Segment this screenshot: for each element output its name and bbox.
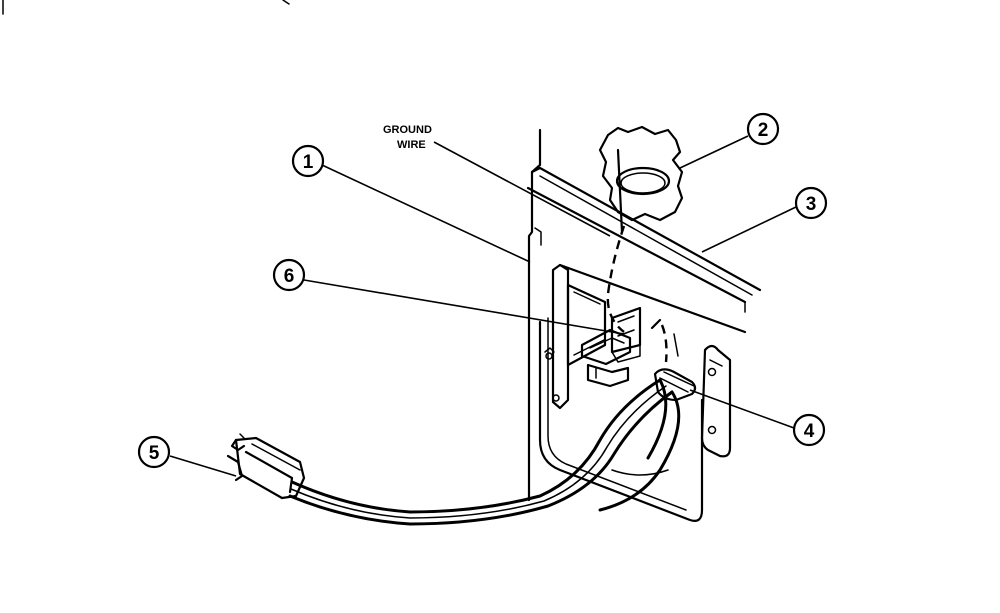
callout-5-number: 5 xyxy=(149,443,160,464)
callout-5: 5 xyxy=(137,435,171,469)
cord-access-opening xyxy=(538,263,704,522)
callout-3-number: 3 xyxy=(806,194,817,215)
callout-2-number: 2 xyxy=(758,120,769,141)
leader-lines xyxy=(169,135,797,477)
callout-6: 6 xyxy=(272,258,306,292)
power-plug xyxy=(226,433,306,500)
callout-1-number: 1 xyxy=(303,152,314,173)
ground-wire-label-line1: GROUND xyxy=(383,124,432,136)
callout-4: 4 xyxy=(792,413,826,447)
ground-wire-label: GROUND WIRE xyxy=(383,124,432,151)
ground-wire-label-line2: WIRE xyxy=(397,139,426,151)
callout-2: 2 xyxy=(746,112,780,146)
callout-6-number: 6 xyxy=(284,266,295,287)
top-bracket-fragment xyxy=(598,125,684,222)
callout-3: 3 xyxy=(794,186,828,220)
cabinet-rear-panel xyxy=(526,128,762,502)
corner-marks xyxy=(2,0,290,15)
power-cord xyxy=(288,378,681,526)
ground-wire xyxy=(606,148,679,363)
side-mounting-plate xyxy=(700,344,732,458)
callout-4-number: 4 xyxy=(804,421,815,442)
callout-1: 1 xyxy=(291,144,325,178)
